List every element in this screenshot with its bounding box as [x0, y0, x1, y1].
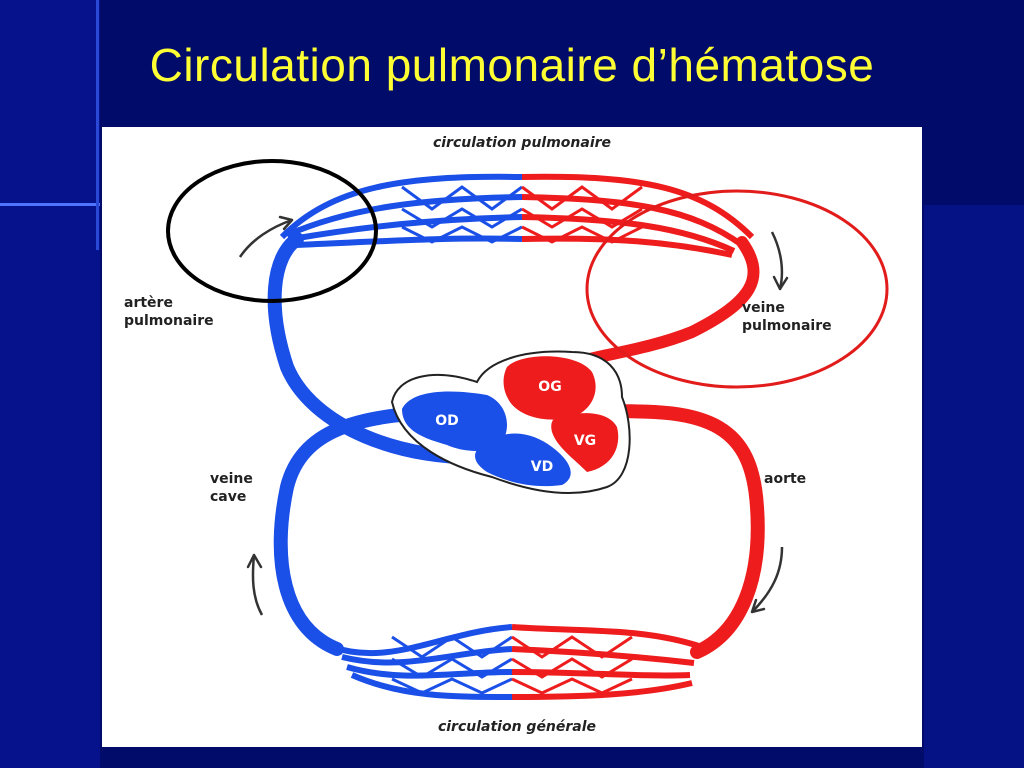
label-artere-line2: pulmonaire: [124, 313, 214, 329]
chamber-label-vg: VG: [574, 433, 596, 449]
label-veine-cave-line2: cave: [210, 489, 246, 505]
highlight-circle-red: [585, 189, 889, 389]
arrow-down-right-bottom: [751, 546, 784, 613]
label-veine-pulmonaire-line1: veine: [742, 300, 785, 316]
label-circulation-pulmonaire: circulation pulmonaire: [433, 135, 611, 151]
left-ventricle-vg: [551, 413, 619, 472]
arrow-up-left-bottom: [251, 554, 264, 616]
pulmonary-capillary-network: [279, 173, 755, 258]
systemic-capillary-network: [331, 624, 703, 700]
circulation-diagram: OD VD OG VG circulation pulmonaire circu…: [124, 135, 889, 735]
arrow-down-right-top: [770, 231, 784, 290]
pulmonary-vein-vessel: [566, 236, 760, 371]
arrow-up-left-top: [238, 218, 293, 258]
right-ventricle-vd: [475, 433, 571, 487]
heart: OD VD OG VG: [390, 350, 631, 495]
aorta-vessel: [595, 404, 765, 659]
right-atrium-od: [402, 391, 507, 451]
flow-arrows: [238, 215, 789, 616]
label-artere-line1: artère: [124, 295, 173, 311]
label-circulation-generale: circulation générale: [438, 719, 596, 735]
label-aorte: aorte: [764, 471, 806, 487]
highlight-circle-black: [166, 159, 378, 303]
chamber-label-od: OD: [435, 413, 459, 429]
vena-cava-vessel: [273, 405, 439, 656]
left-atrium-og: [503, 356, 596, 420]
chamber-label-vd: VD: [531, 459, 553, 475]
slide-title: Circulation pulmonaire d’hématose: [149, 39, 875, 91]
pulmonary-artery-vessel: [267, 232, 499, 465]
label-veine-cave-line1: veine: [210, 471, 253, 487]
chamber-label-og: OG: [538, 379, 561, 395]
label-veine-pulmonaire-line2: pulmonaire: [742, 318, 832, 334]
